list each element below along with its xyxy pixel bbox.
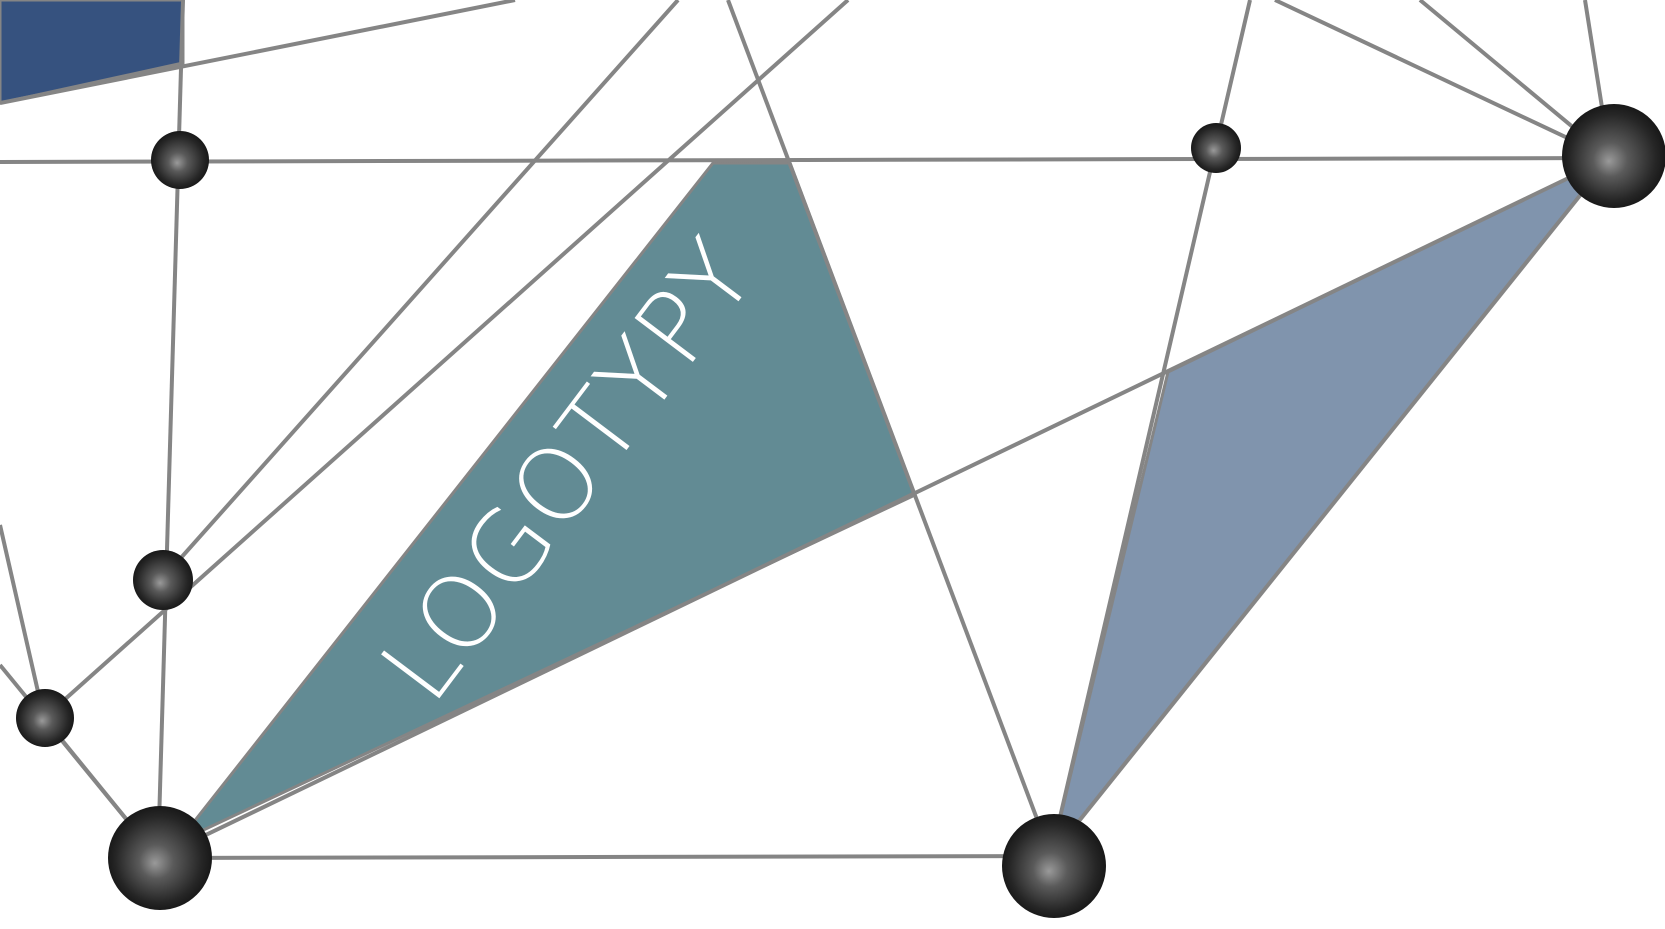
node bbox=[108, 806, 212, 910]
node bbox=[133, 550, 193, 610]
node bbox=[1191, 123, 1241, 173]
node bbox=[1002, 814, 1106, 918]
node bbox=[151, 131, 209, 189]
network-nodes bbox=[16, 104, 1665, 918]
navy-corner-block bbox=[0, 0, 185, 105]
node bbox=[16, 689, 74, 747]
node bbox=[1562, 104, 1665, 208]
